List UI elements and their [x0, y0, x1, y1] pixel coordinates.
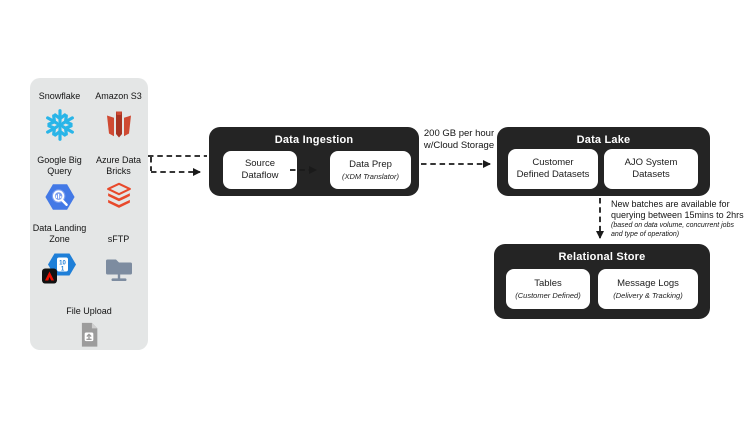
throughput-line: w/Cloud Storage	[423, 139, 495, 151]
box-text: Customer	[532, 156, 574, 168]
tables-box: Tables (Customer Defined)	[506, 269, 590, 309]
data-lake-group: Data Lake Customer Defined Datasets AJO …	[497, 127, 710, 196]
box-text: Dataflow	[241, 170, 279, 181]
box-subtext: (Delivery & Tracking)	[613, 291, 683, 301]
databricks-icon	[102, 180, 136, 214]
note-detail: (based on data volume, concurrent jobs a…	[611, 222, 734, 238]
source-label: Amazon S3	[95, 91, 142, 102]
svg-text:1: 1	[60, 267, 64, 273]
data-prep-box: Data Prep (XDM Translator)	[330, 151, 411, 189]
sources-row-4: File Upload	[30, 292, 148, 350]
data-ingestion-group: Data Ingestion Source Dataflow Data Prep…	[209, 127, 419, 196]
sftp-folder-icon	[101, 247, 137, 289]
sources-panel: Snowflake	[30, 78, 148, 350]
amazon-s3-icon	[101, 105, 137, 145]
throughput-label: 200 GB per hour w/Cloud Storage	[417, 128, 501, 152]
box-subtext: (Customer Defined)	[515, 291, 581, 301]
source-label: sFTP	[107, 234, 130, 245]
group-title: Data Lake	[576, 134, 631, 146]
source-label: Data Landing Zone	[32, 223, 87, 245]
box-text: Source	[244, 157, 276, 169]
source-snowflake: Snowflake	[30, 88, 89, 145]
sources-row-1: Snowflake	[30, 78, 148, 145]
box-text: AJO System	[624, 156, 678, 168]
note-line: New batches are available for	[611, 199, 730, 209]
data-landing-zone-icon: 10 1	[40, 247, 80, 289]
svg-text:10: 10	[59, 261, 66, 267]
group-title: Relational Store	[558, 251, 646, 263]
sources-row-3: Data Landing Zone 10 1 sFTP	[30, 217, 148, 289]
source-label: File Upload	[66, 306, 112, 317]
relational-store-group: Relational Store Tables (Customer Define…	[494, 244, 710, 319]
source-google-bigquery: Google Big Query	[30, 154, 89, 214]
source-dataflow-box: Source Dataflow	[223, 151, 297, 189]
source-label: Google Big Query	[37, 155, 82, 177]
source-amazon-s3: Amazon S3	[89, 88, 148, 145]
note-line: querying between 15mins to 2hrs	[611, 210, 744, 221]
throughput-line: 200 GB per hour	[423, 128, 495, 139]
source-azure-databricks: Azure Data Bricks	[89, 154, 148, 214]
source-sftp: sFTP	[89, 222, 148, 289]
box-text: Datasets	[632, 169, 670, 180]
sources-row-2: Google Big Query Azure Data Bricks	[30, 149, 148, 214]
message-logs-box: Message Logs (Delivery & Tracking)	[598, 269, 698, 309]
ajo-system-datasets-box: AJO System Datasets	[604, 149, 698, 189]
snowflake-icon	[41, 105, 79, 145]
source-label: Azure Data Bricks	[95, 155, 142, 177]
box-text: Tables	[534, 277, 562, 289]
group-title: Data Ingestion	[274, 134, 354, 146]
box-subtext: (XDM Translator)	[342, 172, 399, 182]
file-upload-icon	[74, 320, 104, 350]
batch-availability-note: New batches are available for querying b…	[611, 199, 749, 239]
customer-defined-datasets-box: Customer Defined Datasets	[508, 149, 598, 189]
box-text: Defined Datasets	[516, 169, 590, 180]
source-data-landing-zone: Data Landing Zone 10 1	[30, 222, 89, 289]
source-file-upload: File Upload	[30, 303, 148, 350]
bigquery-icon	[43, 180, 77, 214]
box-text: Message Logs	[617, 277, 679, 289]
source-label: Snowflake	[38, 91, 81, 102]
box-text: Data Prep	[349, 158, 392, 170]
